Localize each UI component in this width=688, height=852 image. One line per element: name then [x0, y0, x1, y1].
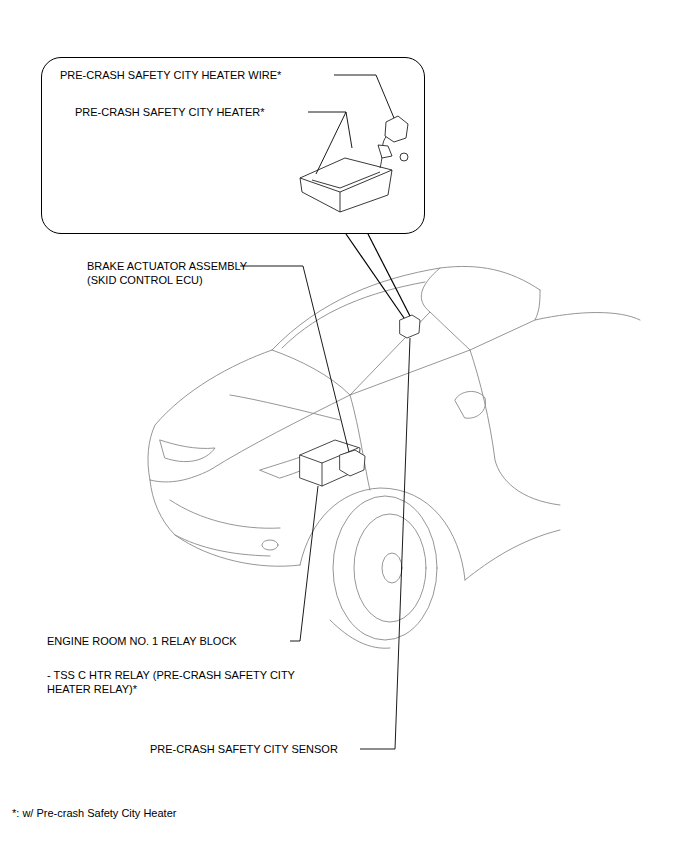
part-name: PRE-CRASH SAFETY CITY HEATER* [75, 105, 264, 119]
part-name: ENGINE ROOM NO. 1 RELAY BLOCK [47, 634, 307, 648]
part-name: - TSS C HTR RELAY (PRE-CRASH SAFETY CITY… [47, 668, 297, 696]
part-name: PRE-CRASH SAFETY CITY SENSOR [150, 742, 370, 756]
part-name: BRAKE ACTUATOR ASSEMBLY (SKID CONTROL EC… [87, 259, 257, 287]
footnote: *: w/ Pre-crash Safety City Heater [12, 806, 312, 820]
callout-box: PRE-CRASH SAFETY CITY HEATER WIRE* PRE-CR… [41, 57, 425, 234]
part-name: PRE-CRASH SAFETY CITY HEATER WIRE* [60, 68, 281, 82]
